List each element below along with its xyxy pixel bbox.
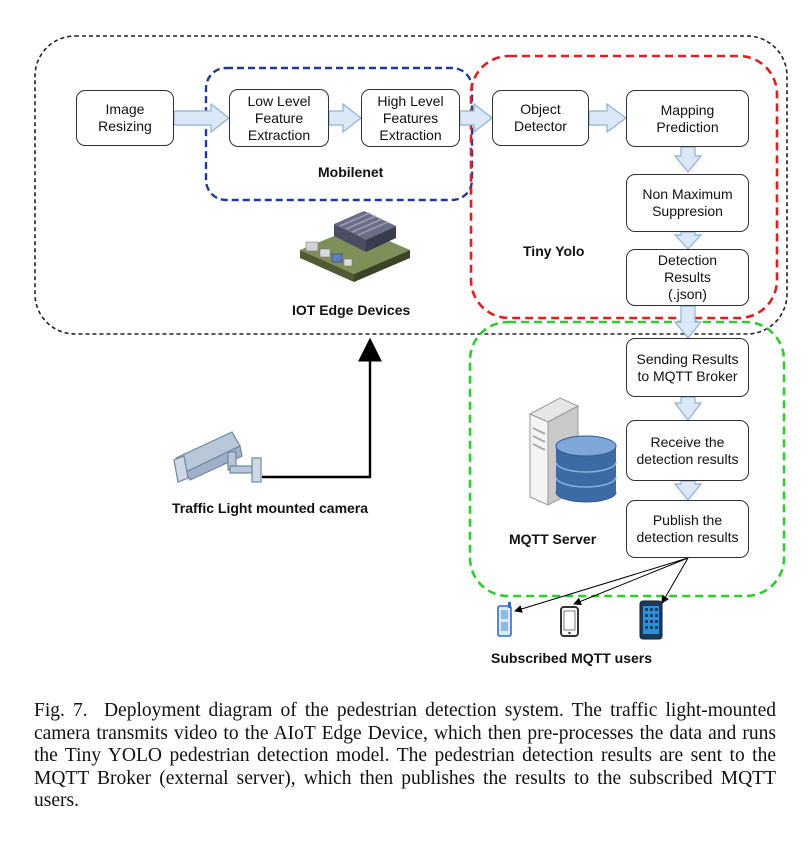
camera-label: Traffic Light mounted camera xyxy=(172,500,369,516)
flow-arrow-resize-to-low xyxy=(173,102,230,134)
flow-arrow-mapping-to-nms xyxy=(673,146,703,173)
flow-arrow-detector-to-mapping xyxy=(588,102,628,134)
tiny-yolo-container xyxy=(469,54,779,320)
publish-to-user3-connector xyxy=(661,557,689,604)
caption-text: Deployment diagram of the pedestrian det… xyxy=(34,700,777,811)
camera-to-edge-connector xyxy=(262,337,382,479)
deployment-diagram: Image Resizing Low Level Feature Extract… xyxy=(34,35,788,666)
object-detector-box: Object Detector xyxy=(492,90,589,146)
image-resizing-box: Image Resizing xyxy=(76,90,174,146)
subscribed-users-label: Subscribed MQTT users xyxy=(491,650,653,666)
iot-edge-devices-label: IOT Edge Devices xyxy=(292,302,411,318)
low-level-feature-box: Low Level Feature Extraction xyxy=(229,89,329,147)
diagram-graphics xyxy=(34,35,788,640)
caption-label: Fig. 7. xyxy=(34,700,88,721)
receive-results-box: Receive the detection results xyxy=(626,420,749,481)
flip-phone-icon xyxy=(497,602,512,637)
sending-results-box: Sending Results to MQTT Broker xyxy=(626,338,749,397)
mqtt-container xyxy=(468,320,786,598)
publish-results-box: Publish the detection results xyxy=(626,500,749,558)
app-phone-icon xyxy=(639,600,663,640)
flow-arrow-low-to-high xyxy=(328,102,362,134)
tiny-yolo-label: Tiny Yolo xyxy=(523,243,585,259)
edge-board-icon xyxy=(300,211,410,282)
flow-arrow-sending-to-receive xyxy=(673,396,703,421)
flow-arrow-results-to-sending xyxy=(673,305,703,339)
smartphone-icon xyxy=(560,606,579,637)
traffic-camera-icon xyxy=(173,431,262,483)
flow-arrow-receive-to-publish xyxy=(673,480,703,501)
nms-box: Non Maximum Suppresion xyxy=(626,174,749,232)
publish-to-user1-connector xyxy=(514,557,689,613)
flow-arrow-nms-to-results xyxy=(673,231,703,250)
detection-results-box: Detection Results (.json) xyxy=(626,249,749,306)
mobilenet-container xyxy=(204,66,474,202)
mapping-prediction-box: Mapping Prediction xyxy=(626,90,749,147)
flow-arrow-high-to-detector xyxy=(459,102,493,134)
iot-edge-container xyxy=(34,35,788,335)
mobilenet-label: Mobilenet xyxy=(318,164,384,180)
high-level-feature-box: High Level Features Extraction xyxy=(361,89,460,147)
mqtt-server-label: MQTT Server xyxy=(509,531,597,547)
publish-to-user2-connector xyxy=(573,557,689,606)
database-icon xyxy=(555,435,617,503)
figure-caption: Fig. 7. Deployment diagram of the pedest… xyxy=(34,700,776,813)
